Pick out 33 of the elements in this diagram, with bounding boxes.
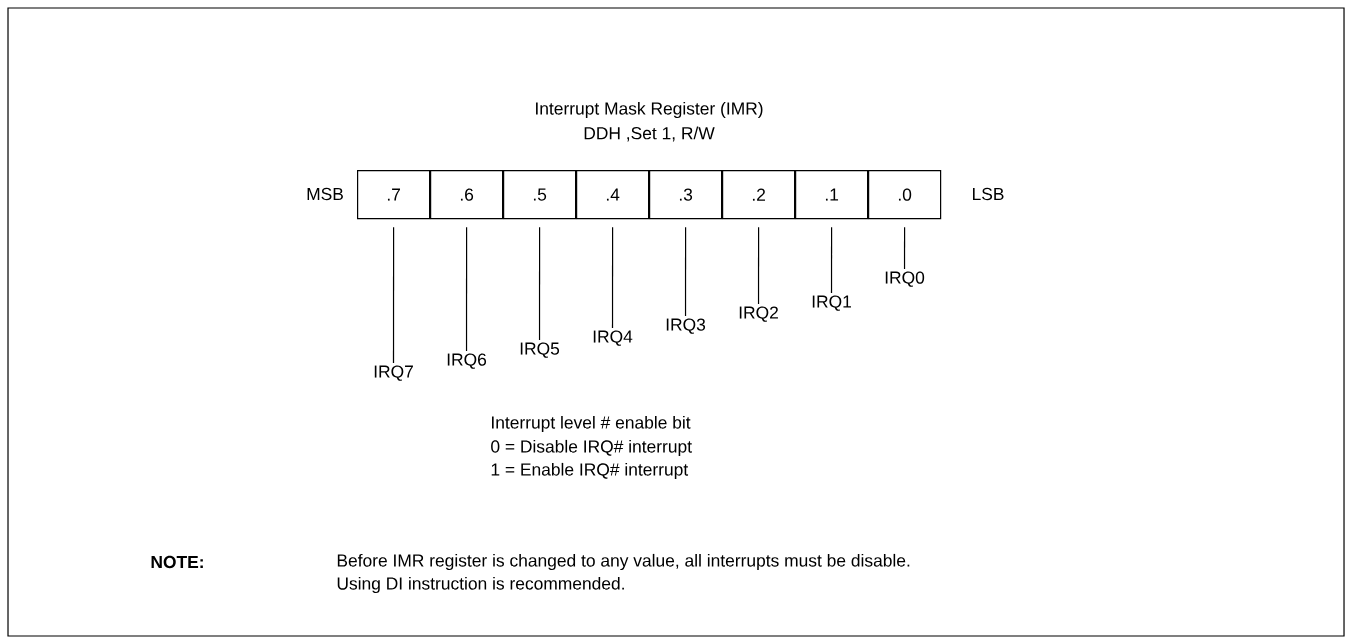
- bit-cell: .0: [868, 170, 942, 220]
- irq-label: IRQ1: [812, 295, 851, 311]
- bit-cell: .5: [503, 170, 577, 220]
- leader-line: [684, 226, 687, 317]
- bit-cell: .3: [649, 170, 723, 220]
- description-text: 0 = Disable IRQ# interrupt: [491, 439, 692, 457]
- lsb-label: LSB: [973, 187, 1004, 201]
- irq-label: IRQ3: [666, 318, 706, 334]
- leader-line: [830, 226, 833, 294]
- leader-line: [392, 226, 395, 364]
- register-title: Interrupt Mask Register (IMR): [536, 101, 763, 119]
- description-text: 1 = Enable IRQ# interrupt: [491, 462, 689, 480]
- irq-label: IRQ6: [447, 353, 487, 369]
- bit-cell: .4: [576, 170, 650, 220]
- irq-label: IRQ5: [520, 342, 560, 358]
- bit-cell: .7: [357, 170, 431, 220]
- leader-line: [903, 226, 906, 270]
- leader-line: [611, 226, 614, 329]
- register-subtitle: DDH ,Set 1, R/W: [584, 126, 715, 142]
- bit-cell: .2: [722, 170, 796, 220]
- note-label: NOTE:: [151, 555, 203, 569]
- leader-line: [538, 226, 541, 341]
- irq-label: IRQ0: [885, 271, 925, 287]
- bit-cell: .6: [430, 170, 504, 220]
- irq-label: IRQ4: [593, 330, 633, 346]
- bit-cell: .1: [795, 170, 869, 220]
- note-text: Using DI instruction is recommended.: [337, 576, 624, 594]
- irq-label: IRQ7: [374, 365, 413, 381]
- leader-line: [465, 226, 468, 352]
- irq-label: IRQ2: [739, 306, 778, 322]
- leader-line: [757, 226, 760, 305]
- note-text: Before IMR register is changed to any value, all interrupts must be disable.: [337, 553, 910, 571]
- description-text: Interrupt level # enable bit: [492, 415, 691, 433]
